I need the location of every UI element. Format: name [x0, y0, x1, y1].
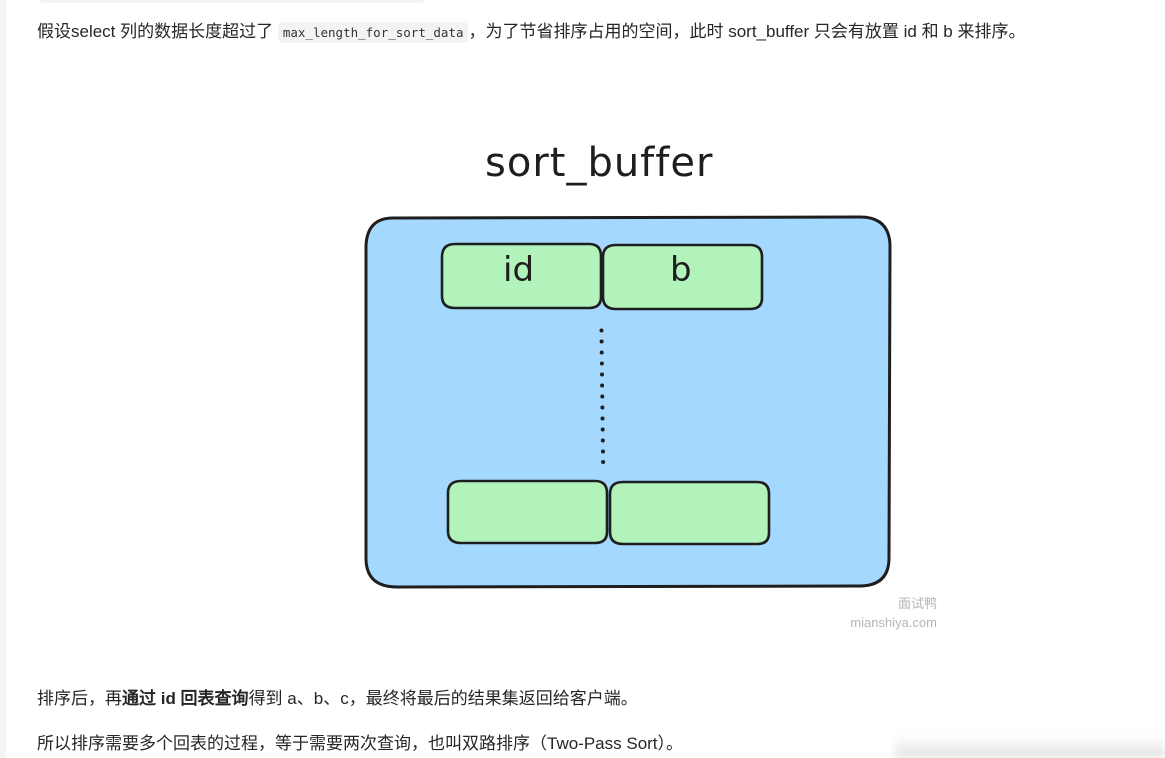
paragraph-text: ，为了节省排序占用的空间，此时 sort_buffer 只会有放置 id 和 b… — [468, 22, 1026, 41]
cell-label-b: b — [670, 250, 692, 290]
previous-code-block-edge — [37, 0, 427, 3]
diagram-title: sort_buffer — [485, 140, 714, 186]
inline-code-max-length-for-sort-data: max_length_for_sort_data — [277, 22, 469, 43]
watermark: 面试鸭 mianshiya.com — [850, 594, 937, 632]
watermark-url: mianshiya.com — [850, 615, 937, 630]
paragraph-sort-buffer-intro: 假设select 列的数据长度超过了 max_length_for_sort_d… — [37, 14, 1127, 50]
ellipsis-dots — [599, 328, 606, 464]
floating-panel-shadow — [895, 735, 1165, 758]
paragraph-after-sort: 排序后，再通过 id 回表查询得到 a、b、c，最终将最后的结果集返回给客户端。 — [37, 681, 638, 716]
paragraph-text: 假设select 列的数据长度超过了 — [37, 22, 278, 41]
paragraph-text: 得到 a、b、c，最终将最后的结果集返回给客户端。 — [248, 689, 638, 708]
diagram-drawing — [364, 215, 892, 589]
paragraph-text: 排序后，再 — [37, 689, 122, 708]
left-gutter — [0, 0, 6, 758]
bold-text-lookup-by-id: 通过 id 回表查询 — [122, 689, 249, 708]
paragraph-two-pass-sort: 所以排序需要多个回表的过程，等于需要两次查询，也叫双路排序（Two-Pass S… — [37, 734, 684, 753]
watermark-cn: 面试鸭 — [897, 596, 937, 611]
cell-label-id: id — [503, 250, 535, 290]
sort-buffer-diagram: sort_buffer id b 面试鸭 mianshiya.com — [337, 120, 957, 640]
